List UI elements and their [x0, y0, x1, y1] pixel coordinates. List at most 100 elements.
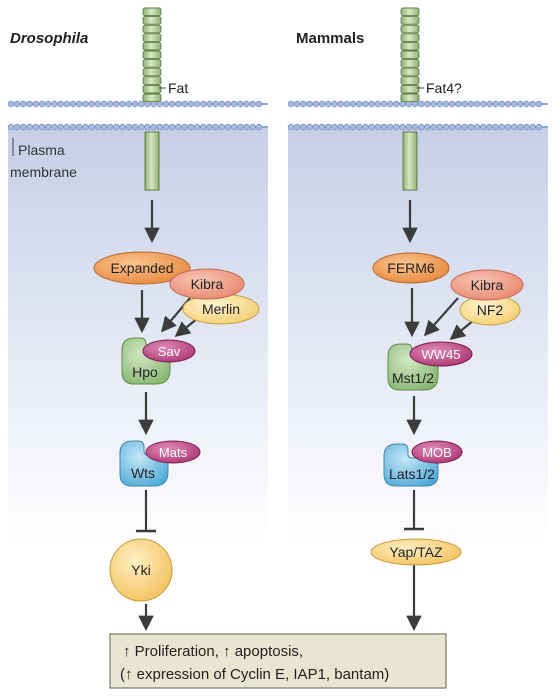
- lipid-head: [106, 100, 114, 108]
- lipid-head: [535, 123, 543, 131]
- lipid-head: [517, 123, 524, 131]
- lipid-head: [387, 100, 394, 108]
- ferm6-label: FERM6: [387, 260, 435, 276]
- lipid-head: [243, 123, 250, 131]
- lipid-head: [442, 100, 450, 108]
- sav-label: Sav: [158, 344, 181, 359]
- lipid-head: [231, 100, 238, 108]
- lipid-head: [449, 123, 456, 131]
- lipid-head: [94, 100, 102, 108]
- mob-node: MOB: [411, 440, 463, 464]
- fat-receptor: [142, 7, 162, 191]
- lipid-head: [455, 123, 462, 131]
- right-panel-title: Mammals: [296, 30, 364, 47]
- right-panel: Mammals Fat4? FERM6 NF2 Kibra: [287, 7, 548, 632]
- lipid-head: [113, 123, 120, 131]
- nf2-node: NF2: [459, 294, 521, 326]
- lipid-head: [100, 123, 108, 131]
- receptor-segment: [400, 84, 420, 94]
- lipid-head: [7, 100, 15, 108]
- lipid-head: [88, 100, 95, 108]
- lipid-head: [44, 123, 52, 131]
- lipid-head: [374, 123, 381, 131]
- lipid-head: [331, 100, 338, 108]
- lipid-head: [461, 123, 468, 131]
- lipid-head: [200, 123, 207, 131]
- lipid-head: [7, 123, 15, 131]
- yki-node: Yki: [109, 538, 173, 602]
- lipid-head: [131, 100, 139, 108]
- receptor-segment: [400, 41, 420, 51]
- lipid-head: [14, 100, 21, 108]
- lipid-head: [224, 100, 232, 108]
- lipid-head: [26, 123, 33, 131]
- lipid-head: [51, 100, 58, 108]
- lipid-head: [467, 100, 474, 108]
- lipid-head: [193, 100, 201, 108]
- lipid-head: [455, 100, 462, 108]
- lipid-head: [368, 123, 375, 131]
- plasma-membrane-label-line2: membrane: [10, 164, 77, 180]
- lipid-head: [492, 100, 499, 108]
- lipid-head: [337, 100, 344, 108]
- lipid-head: [51, 123, 58, 131]
- receptor-segment: [142, 59, 162, 68]
- merlin-node: Merlin: [182, 293, 260, 325]
- hpo-label: Hpo: [132, 364, 158, 380]
- lipid-head: [511, 123, 518, 131]
- lipid-head: [287, 123, 295, 131]
- expanded-node: Expanded: [93, 251, 191, 285]
- lipid-head: [405, 123, 412, 131]
- lipid-head: [461, 100, 468, 108]
- lipid-head: [480, 123, 487, 131]
- ww45-node: WW45: [409, 341, 473, 367]
- lipid-head: [119, 123, 126, 131]
- lipid-head: [306, 100, 313, 108]
- lipid-head: [356, 100, 363, 108]
- lipid-head: [181, 123, 188, 131]
- left-membrane: [7, 100, 268, 131]
- lipid-head: [94, 123, 102, 131]
- lipid-head: [69, 123, 77, 131]
- lipid-head: [399, 123, 406, 131]
- kibra-mammal-label: Kibra: [471, 277, 504, 293]
- receptor-segment: [142, 93, 162, 103]
- lipid-head: [38, 100, 46, 108]
- lipid-head: [294, 100, 301, 108]
- lipid-head: [294, 123, 301, 131]
- lipid-head: [374, 100, 381, 108]
- yap-taz-label: Yap/TAZ: [389, 544, 443, 560]
- lipid-head: [325, 123, 332, 131]
- lipid-head: [224, 123, 232, 131]
- yki-label: Yki: [131, 562, 150, 578]
- lipid-head: [255, 100, 263, 108]
- lats-node: Lats1/2: [383, 443, 439, 487]
- mats-node: Mats: [145, 440, 201, 464]
- lipid-head: [162, 100, 170, 108]
- lipid-head: [237, 100, 244, 108]
- lipid-head: [393, 100, 400, 108]
- outcome-line1: ↑ Proliferation, ↑ apoptosis,: [123, 643, 303, 660]
- lipid-head: [231, 123, 238, 131]
- lipid-head: [480, 100, 487, 108]
- lipid-head: [69, 100, 77, 108]
- outcome-line2: (↑ expression of Cyclin E, IAP1, bantam): [120, 666, 389, 683]
- lipid-head: [181, 100, 188, 108]
- outcome-box: ↑ Proliferation, ↑ apoptosis, (↑ express…: [109, 633, 447, 689]
- lipid-head: [325, 100, 332, 108]
- wts-inhibits-yki: [136, 490, 156, 533]
- lipid-head: [287, 100, 295, 108]
- receptor-segment: [400, 50, 420, 60]
- receptor-segment: [400, 33, 420, 42]
- lipid-head: [498, 123, 505, 131]
- lipid-head: [32, 100, 39, 108]
- receptor-segment: [142, 33, 162, 42]
- fat-label: Fat: [168, 80, 188, 96]
- lipid-head: [20, 123, 27, 131]
- lipid-head: [535, 100, 543, 108]
- lipid-head: [511, 100, 518, 108]
- lipid-head: [300, 123, 307, 131]
- lipid-head: [206, 100, 213, 108]
- lipid-head: [436, 100, 443, 108]
- lipid-head: [368, 100, 375, 108]
